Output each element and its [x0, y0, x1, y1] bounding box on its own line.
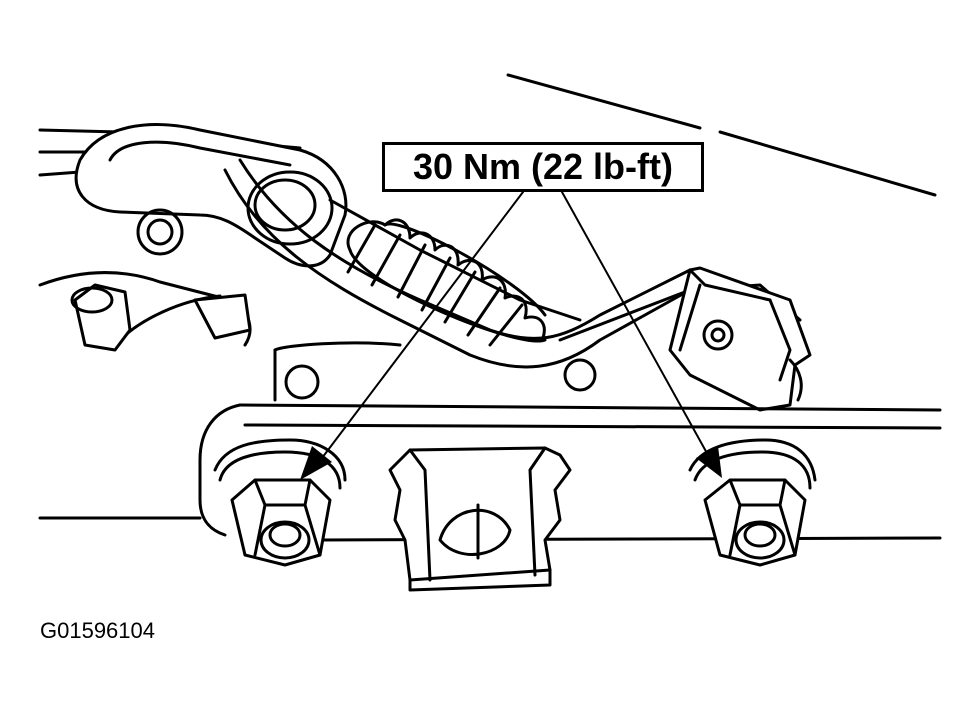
- pivot-hole: [136, 208, 184, 256]
- torque-callout-text: 30 Nm (22 lb-ft): [412, 146, 674, 187]
- leader-arrow-left: [300, 191, 524, 480]
- right-clip: [668, 266, 812, 412]
- right-nut: [688, 438, 817, 567]
- left-bracket: [38, 271, 252, 352]
- background-edge-lines: [506, 73, 937, 197]
- left-nut: [213, 438, 347, 567]
- spring-bushing: [246, 170, 334, 246]
- plate-hole: [284, 364, 320, 400]
- track-rail: [38, 403, 942, 542]
- center-tab: [388, 446, 572, 592]
- figure-id: G01596104: [40, 618, 155, 643]
- arrowhead: [300, 446, 332, 480]
- plate-hole: [563, 358, 597, 392]
- torque-callout-box: 30 Nm (22 lb-ft): [382, 142, 704, 192]
- pin: [73, 283, 132, 352]
- leader-arrow-right: [561, 191, 722, 478]
- arrowhead: [696, 446, 722, 478]
- coil-spring: [346, 218, 547, 347]
